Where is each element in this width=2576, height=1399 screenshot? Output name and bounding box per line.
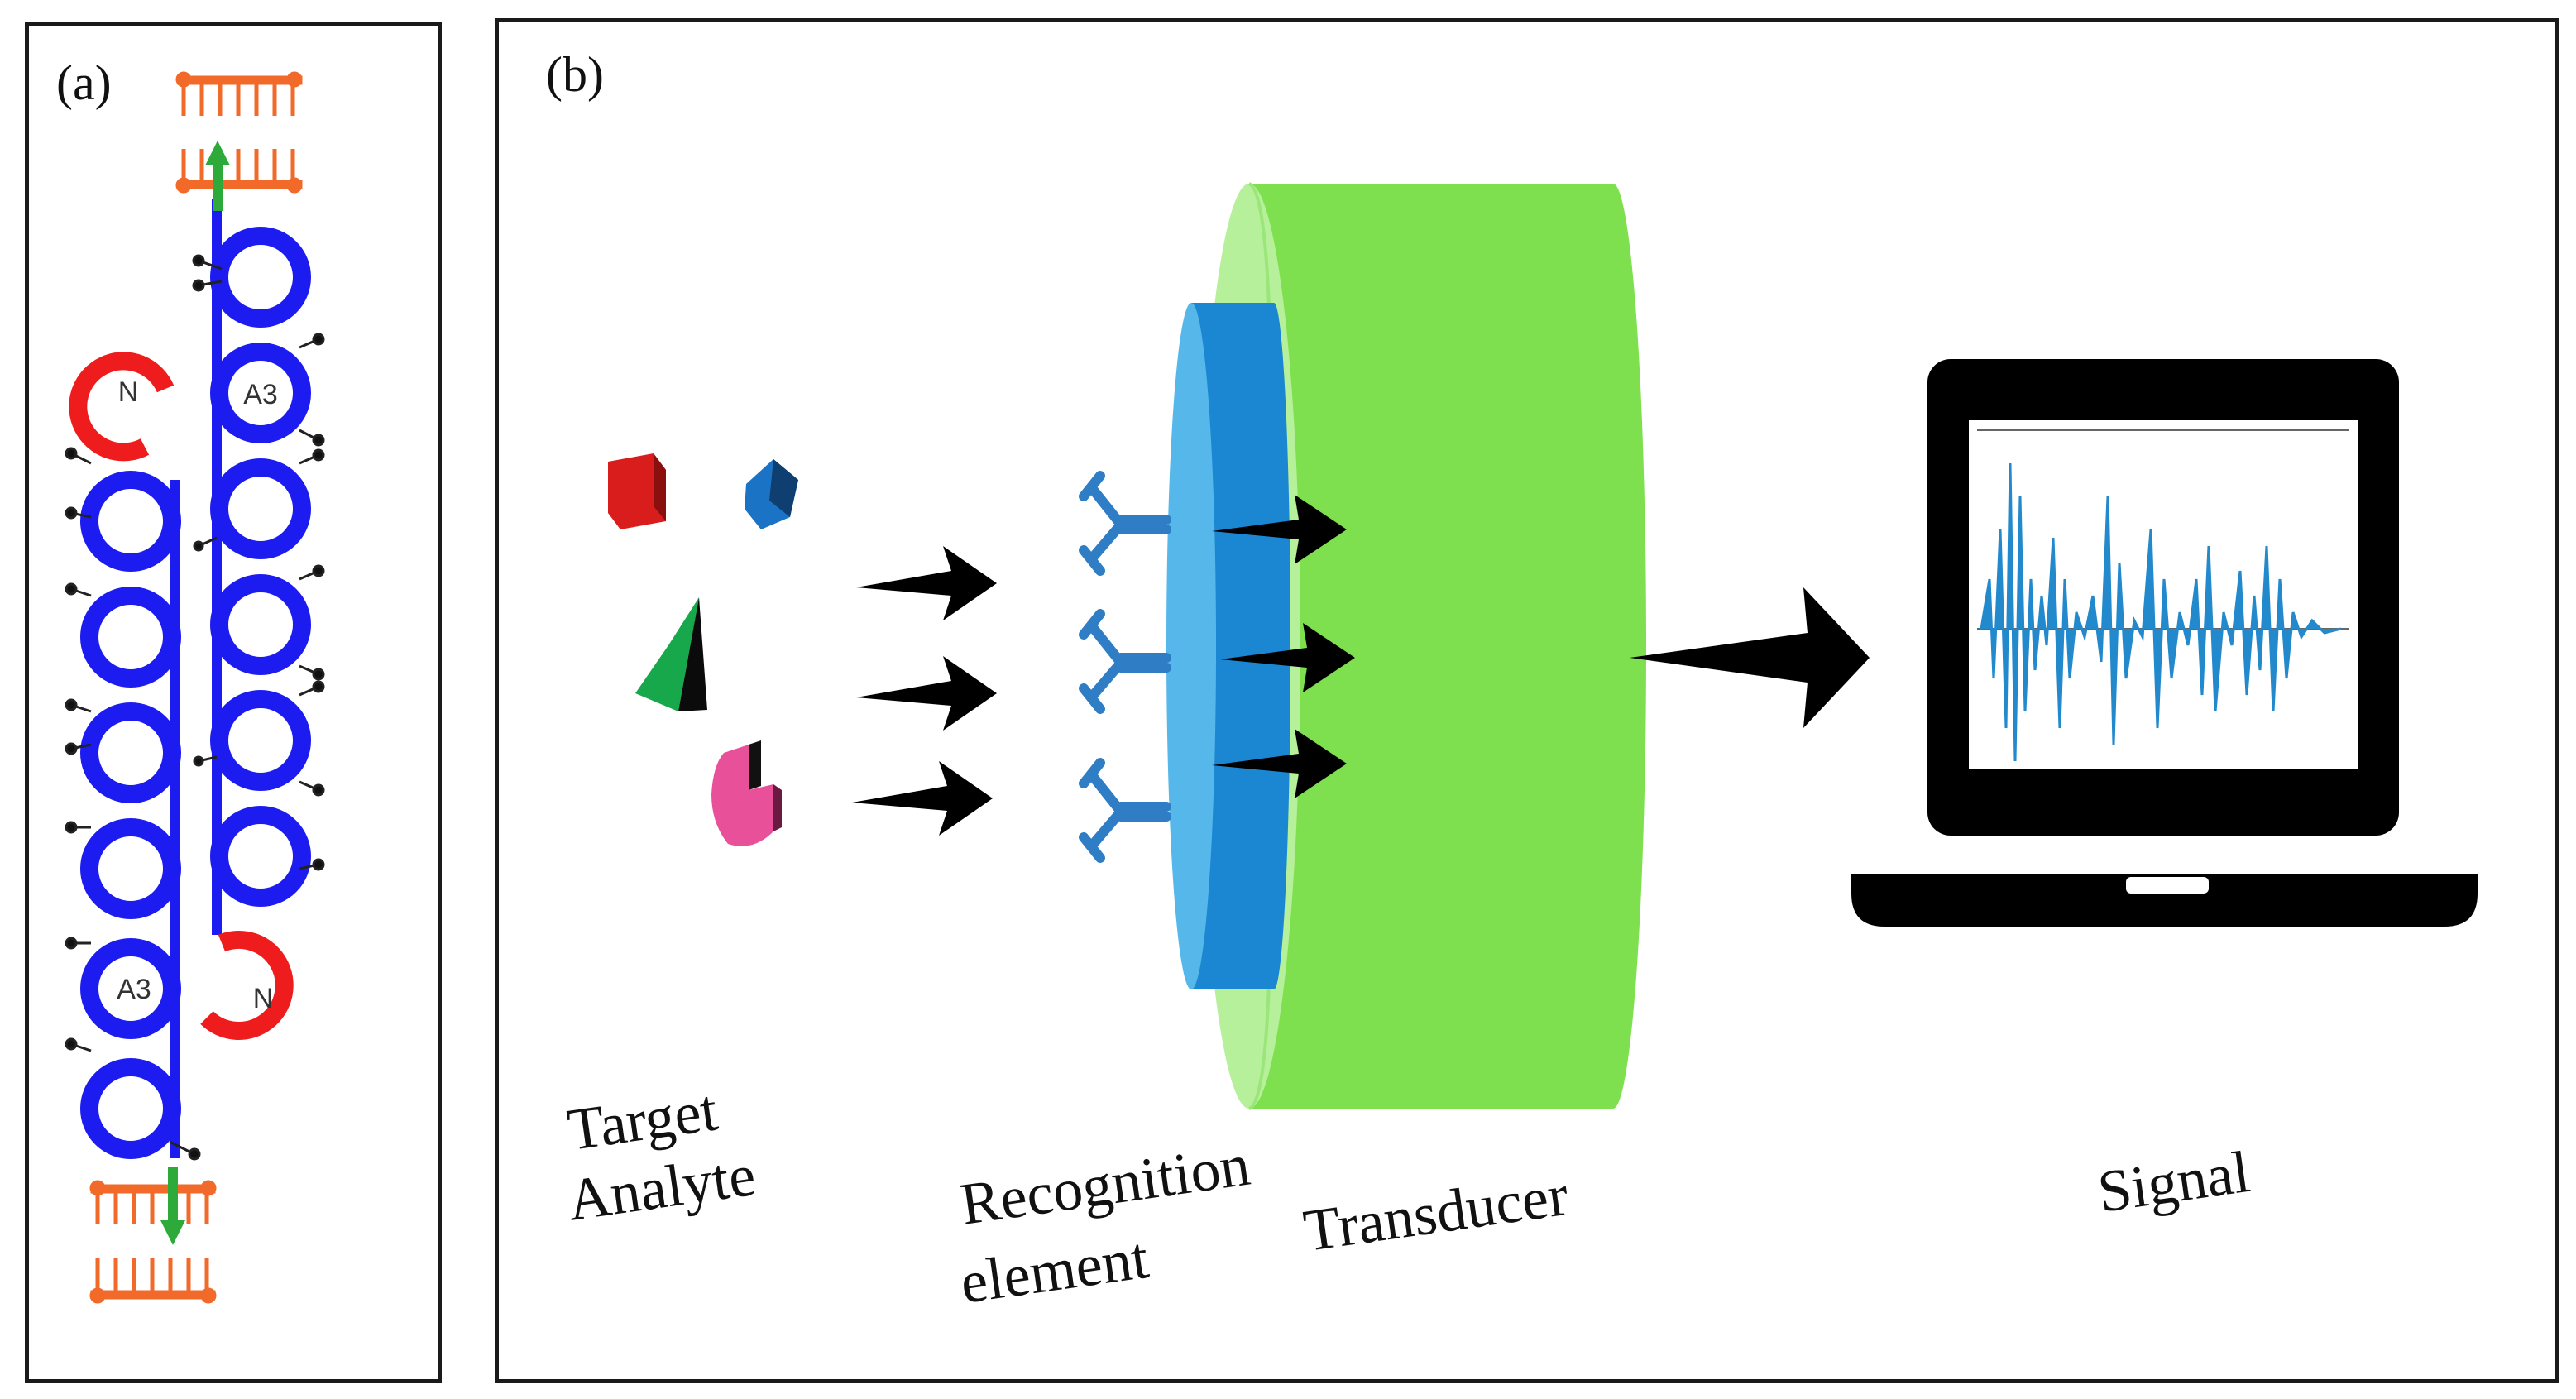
- laptop-icon: [1851, 359, 2478, 927]
- analyte-pink-shape: [711, 740, 782, 846]
- lipid-bilayer-top: [175, 71, 303, 194]
- side-chains: [65, 254, 325, 1161]
- lipid-bilayer-bottom: [89, 1180, 217, 1304]
- input-arrows: [852, 546, 997, 836]
- loop-label-a3-bottom: A3: [117, 974, 151, 1005]
- analyte-red-cube: [608, 453, 666, 529]
- central-strands: [170, 199, 222, 1158]
- loop-label-n-bottom: N: [253, 983, 274, 1014]
- loop-label-n-top: N: [118, 376, 139, 408]
- recognition-disk: [1166, 303, 1290, 989]
- transducer-arrows: [1212, 495, 1355, 798]
- loop-label-a3-top: A3: [243, 379, 278, 410]
- panel-b-label: (b): [546, 47, 604, 102]
- caption-signal: Signal: [2094, 1138, 2253, 1225]
- signal-waveform: [1977, 429, 2349, 762]
- left-loop-column: [80, 471, 181, 1159]
- analyte-blue-cube: [745, 459, 798, 529]
- red-loops: [69, 352, 294, 1040]
- membrane-arrows: [160, 141, 230, 1245]
- caption-element: element: [956, 1224, 1152, 1316]
- right-loop-column: [210, 227, 311, 907]
- caption-recognition: Recognition: [956, 1132, 1254, 1238]
- caption-transducer: Transducer: [1300, 1162, 1572, 1264]
- panel-a-label: (a): [56, 55, 112, 110]
- analyte-green-triangle: [635, 597, 707, 711]
- output-arrow: [1630, 587, 1870, 728]
- antibodies: [1079, 471, 1171, 863]
